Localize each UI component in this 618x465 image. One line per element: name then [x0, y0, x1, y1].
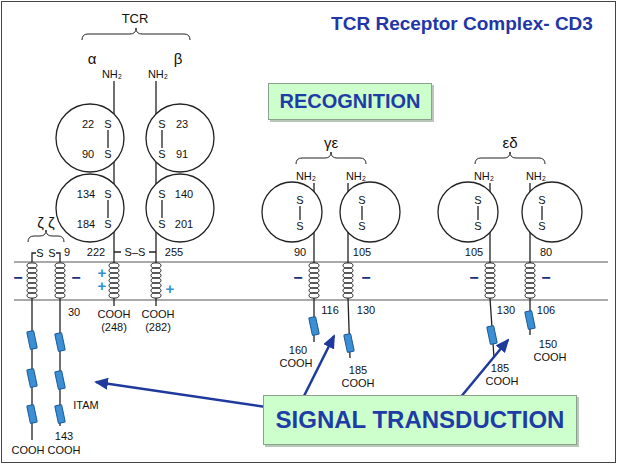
- diagram-label: S: [358, 221, 365, 232]
- diagram-label: 9: [64, 247, 70, 258]
- diagram-label: 140: [175, 189, 193, 200]
- diagram-label: S–S: [125, 247, 146, 258]
- diagram-label: COOH: [98, 309, 131, 320]
- diagram-label: −: [13, 270, 22, 286]
- diagram-label: COOH: [12, 445, 45, 456]
- box-label: SIGNAL TRANSDUCTION: [276, 406, 565, 434]
- diagram-label: S: [158, 149, 165, 160]
- diagram-label: S: [104, 119, 111, 130]
- diagram-label: COOH: [486, 376, 519, 387]
- diagram-label: S: [104, 219, 111, 230]
- diagram-label: 134: [77, 189, 95, 200]
- diagram-label: 105: [353, 247, 371, 258]
- diagram-label: ITAM: [73, 400, 98, 411]
- diagram-label: NH₂: [346, 171, 366, 182]
- diagram-label: TCR: [122, 12, 149, 25]
- diagram-label: α: [88, 51, 97, 66]
- diagram-label: NH₂: [102, 69, 122, 80]
- diagram-label: NH₂: [526, 171, 546, 182]
- diagram-label: 91: [176, 149, 188, 160]
- diagram-label: 150: [539, 339, 557, 350]
- diagram-label: 30: [68, 307, 80, 318]
- diagram-label: S: [36, 248, 43, 259]
- diagram-label: 222: [87, 247, 105, 258]
- diagram-label: COOH: [342, 378, 375, 389]
- membrane: [14, 262, 608, 300]
- diagram-label: εδ: [502, 135, 517, 150]
- diagram-label: S: [538, 221, 545, 232]
- diagram-label: S: [104, 189, 111, 200]
- diagram-label: 105: [465, 247, 483, 258]
- diagram-label: NH₂: [474, 171, 494, 182]
- diagram-label: β: [174, 51, 183, 66]
- diagram-label: S: [358, 195, 365, 206]
- polypeptide-chains: [32, 81, 542, 440]
- diagram-label: COOH: [534, 352, 567, 363]
- diagram-label: S: [48, 248, 55, 259]
- diagram-label: ζ ζ: [37, 215, 54, 230]
- diagram-label: COOH: [142, 309, 175, 320]
- diagram-label: S: [474, 195, 481, 206]
- diagram-label: 90: [82, 149, 94, 160]
- diagram-label: NH₂: [148, 69, 168, 80]
- diagram-label: 143: [55, 431, 73, 442]
- highlight-box: RECOGNITION: [268, 83, 431, 120]
- diagram-label: S: [296, 221, 303, 232]
- braces: [28, 28, 545, 242]
- diagram-label: 255: [165, 247, 183, 258]
- ig-domains: [56, 104, 582, 242]
- diagram-label: 185: [491, 363, 509, 374]
- diagram-label: −: [293, 270, 302, 286]
- diagram-label: S: [538, 195, 545, 206]
- diagram-label: NH₂: [296, 171, 316, 182]
- transmembrane-helices: [27, 263, 535, 298]
- slide-title: TCR Receptor Complex- CD3: [331, 14, 593, 35]
- diagram-label: 160: [289, 345, 307, 356]
- diagram-label: 185: [349, 365, 367, 376]
- diagram-label: −: [541, 270, 550, 286]
- diagram-label: S: [158, 219, 165, 230]
- diagram-label: γε: [324, 135, 338, 150]
- diagram-label: S: [158, 119, 165, 130]
- diagram-label: 90: [294, 247, 306, 258]
- diagram-label: −: [361, 270, 370, 286]
- diagram-label: 201: [175, 219, 193, 230]
- diagram-label: 184: [77, 219, 95, 230]
- diagram-label: S: [158, 189, 165, 200]
- diagram-label: S: [104, 149, 111, 160]
- diagram-label: 22: [82, 119, 94, 130]
- highlight-box: SIGNAL TRANSDUCTION: [263, 395, 578, 445]
- diagram-label: S: [296, 195, 303, 206]
- diagram-label: 130: [497, 305, 515, 316]
- box-label: RECOGNITION: [279, 90, 420, 113]
- diagram-label: COOH: [48, 445, 81, 456]
- diagram-label: +: [98, 278, 107, 293]
- diagram-label: −: [469, 270, 478, 286]
- diagram-label: 80: [540, 247, 552, 258]
- diagram-label: COOH: [280, 358, 313, 369]
- diagram-label: S: [474, 221, 481, 232]
- diagram-label: (248): [101, 322, 127, 333]
- diagram-label: −: [71, 270, 80, 286]
- diagram-label: 116: [321, 305, 339, 316]
- diagram-label: +: [166, 281, 175, 296]
- diagram-label: 106: [537, 305, 555, 316]
- diagram-label: 130: [357, 305, 375, 316]
- diagram-label: 23: [176, 119, 188, 130]
- diagram-label: (282): [145, 322, 171, 333]
